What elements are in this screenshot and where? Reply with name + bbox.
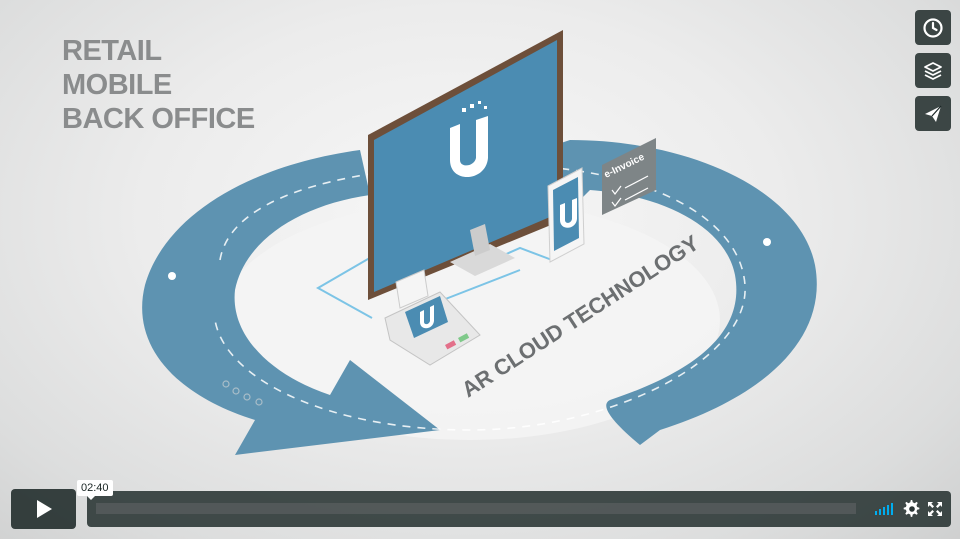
headline-line-back-office: BACK OFFICE: [62, 103, 255, 135]
clock-icon: [923, 17, 943, 38]
gear-icon[interactable]: [903, 500, 921, 518]
paper-plane-icon: [925, 105, 942, 122]
cycle-arrows: [142, 140, 817, 455]
volume-bars-icon[interactable]: [875, 502, 893, 515]
dashed-ring: [214, 163, 746, 431]
control-strip: [87, 491, 951, 527]
brand-logo-icon: [450, 101, 488, 178]
headline-line-retail: RETAIL: [62, 35, 162, 67]
play-icon: [36, 500, 52, 518]
progress-bar[interactable]: [96, 503, 856, 514]
pos-terminal: [384, 269, 481, 366]
headline-line-mobile: MOBILE: [62, 69, 172, 101]
watch-later-button[interactable]: [915, 10, 951, 45]
tablet-device: [547, 167, 585, 263]
time-tooltip: 02:40: [77, 480, 113, 500]
headline: RETAIL MOBILE BACK OFFICE: [62, 34, 255, 136]
share-button[interactable]: [915, 96, 951, 131]
collections-button[interactable]: [915, 53, 951, 88]
fullscreen-icon[interactable]: [927, 501, 943, 517]
layers-icon: [924, 61, 942, 80]
play-button[interactable]: [11, 489, 76, 529]
player-controls: 02:40: [11, 480, 951, 529]
side-controls: [915, 10, 951, 131]
